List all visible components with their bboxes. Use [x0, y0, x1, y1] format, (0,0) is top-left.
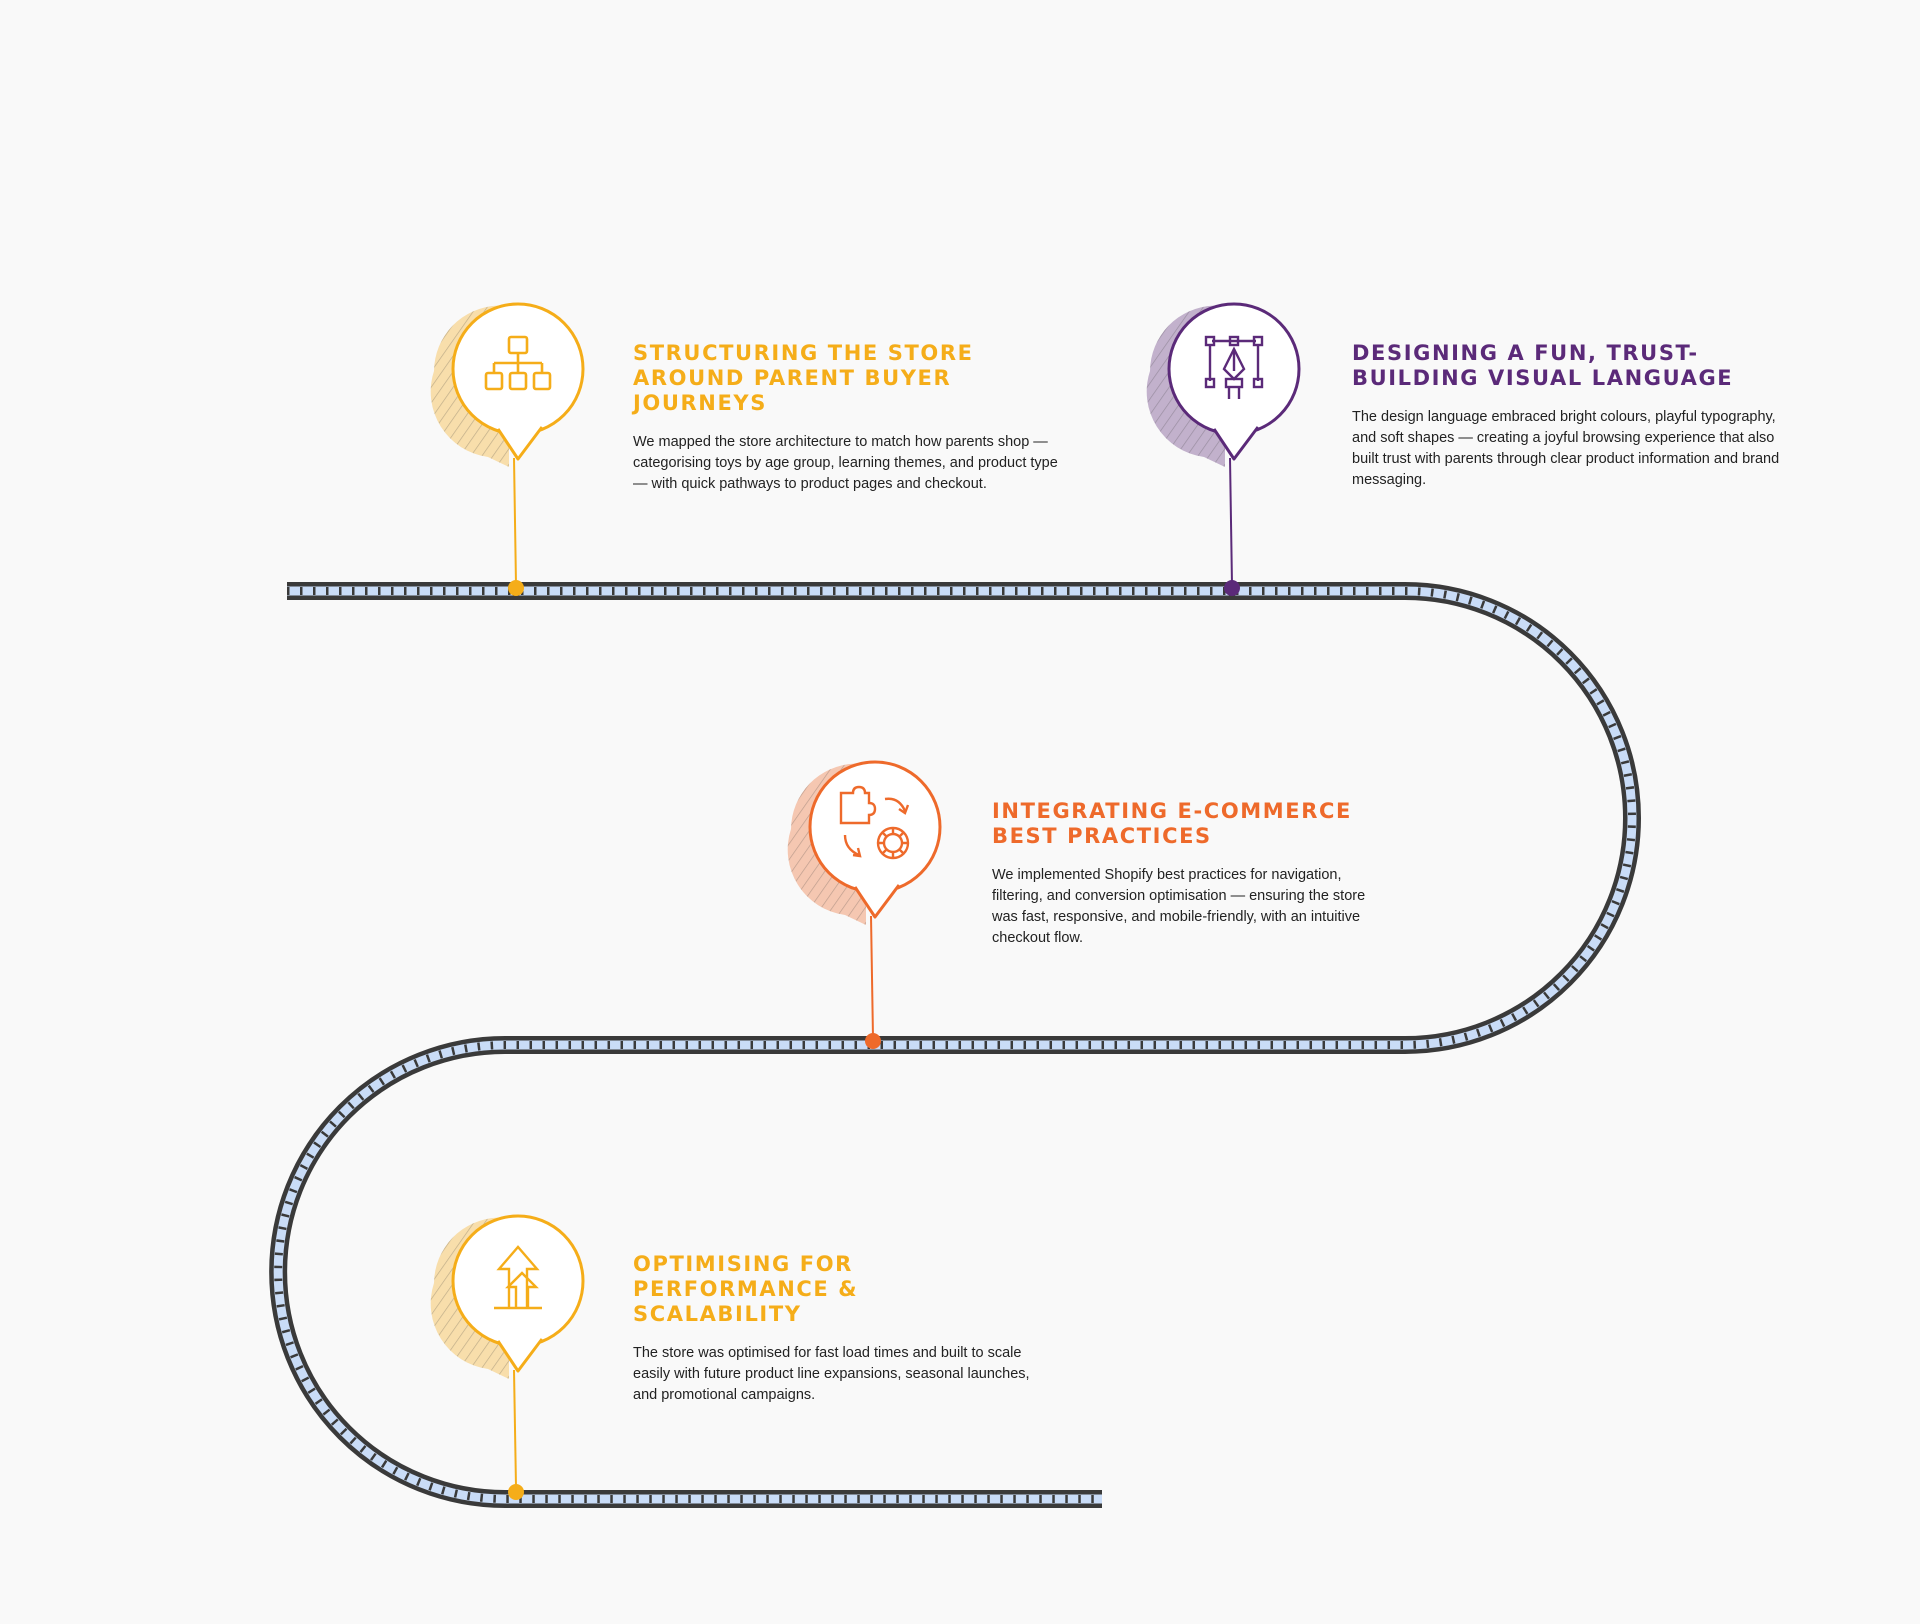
pin-stem: [870, 915, 874, 1039]
pen-tool-icon: [1204, 335, 1264, 399]
pin-stem: [1229, 457, 1233, 586]
pin-dot: [508, 580, 524, 596]
step-description: The store was optimised for fast load ti…: [633, 1345, 1030, 1403]
step-title: Integrating e-commerce best practices: [992, 799, 1352, 848]
step-integrating: Integrating e-commerce best practices We…: [992, 799, 1392, 949]
sitemap-icon: [484, 335, 552, 391]
growth-arrows-icon: [494, 1245, 542, 1310]
pin-stem: [513, 457, 517, 586]
road-fill: [273, 586, 1637, 1504]
step-title: Optimising for performance & scalability: [633, 1252, 859, 1326]
pin-dot: [865, 1033, 881, 1049]
pin-head: [808, 760, 942, 894]
step-description: We implemented Shopify best practices fo…: [992, 867, 1366, 946]
step-optimising: Optimising for performance & scalability…: [633, 1252, 1033, 1406]
step-designing: Designing a fun, trust-building visual l…: [1352, 341, 1792, 491]
pin-tip: [496, 426, 544, 461]
milestone-pin-2: [1146, 302, 1301, 596]
step-structuring: Structuring the store around parent buye…: [633, 341, 1073, 495]
pin-tip: [853, 884, 901, 919]
pin-dot: [508, 1484, 524, 1500]
pin-head: [451, 1214, 585, 1348]
milestone-pin-3: [787, 760, 942, 1049]
pin-tip: [1212, 426, 1260, 461]
step-description: We mapped the store architecture to matc…: [633, 434, 1058, 492]
pin-stem: [513, 1369, 517, 1488]
step-title: Designing a fun, trust-building visual l…: [1352, 341, 1734, 390]
puzzle-gear-icon: [839, 785, 910, 860]
pin-dot: [1224, 580, 1240, 596]
milestone-pin-4: [430, 1214, 585, 1500]
step-description: The design language embraced bright colo…: [1352, 409, 1780, 488]
milestone-pin-1: [430, 302, 585, 596]
timeline-road: [269, 582, 1641, 1508]
pin-tip: [496, 1338, 544, 1373]
step-title: Structuring the store around parent buye…: [633, 341, 974, 415]
